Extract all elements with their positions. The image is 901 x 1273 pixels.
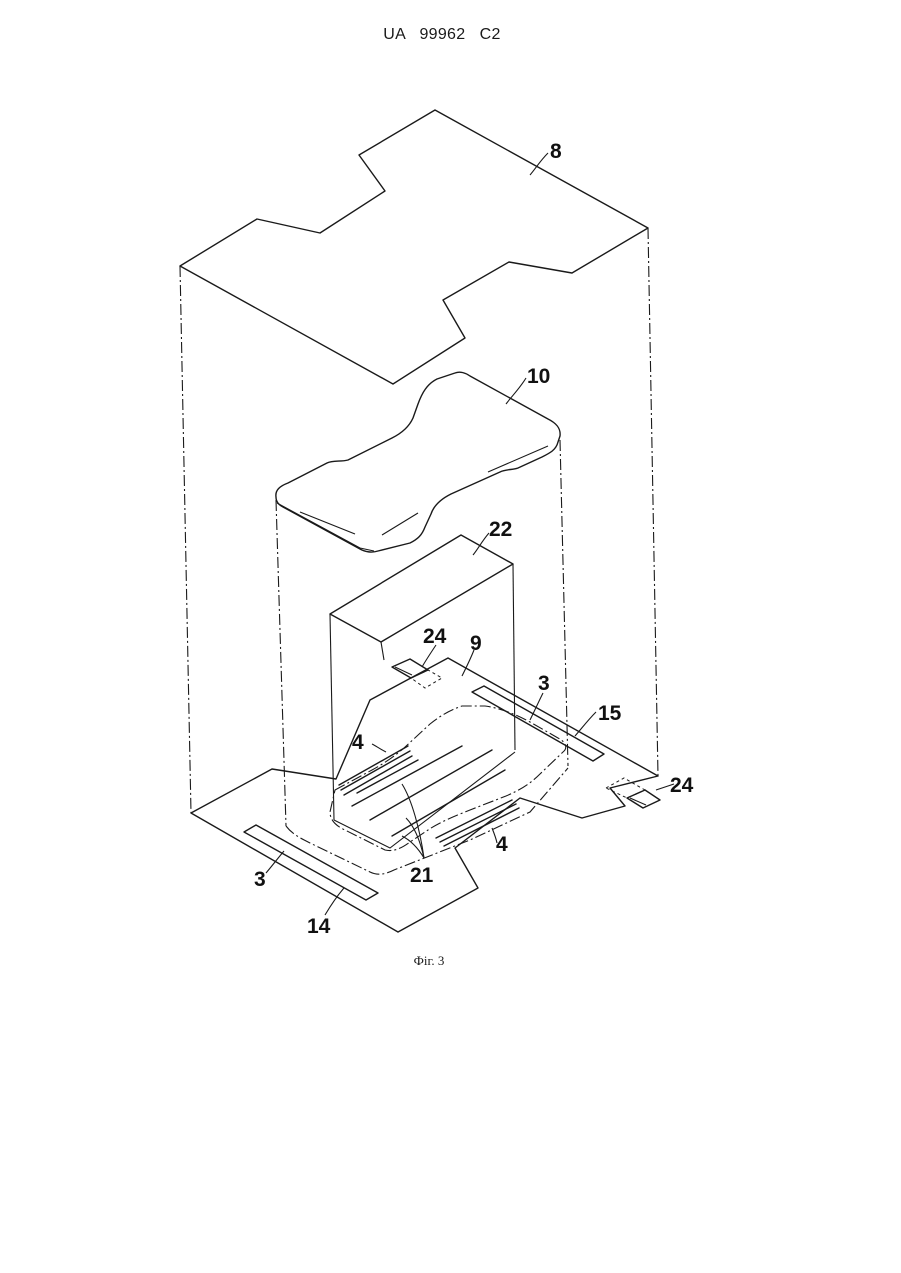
pad-thickness-line xyxy=(277,503,374,551)
label-14: 14 xyxy=(307,915,331,938)
label-24-upper: 24 xyxy=(423,625,447,648)
elastic-front-line-3 xyxy=(444,808,519,846)
block-front-edge-left xyxy=(330,614,334,820)
leader-15 xyxy=(575,712,596,736)
block-front-edge-right xyxy=(513,564,515,750)
label-8: 8 xyxy=(550,140,562,163)
label-3-lower: 3 xyxy=(254,868,266,891)
leader-3-lower xyxy=(266,851,284,873)
block-top-face xyxy=(330,535,513,642)
figure-caption: Фіг. 3 xyxy=(0,953,858,969)
chassis-dashed-outline xyxy=(330,706,566,851)
label-3-upper: 3 xyxy=(538,672,550,695)
label-4-front: 4 xyxy=(496,833,508,856)
leader-4-left xyxy=(372,744,386,752)
tab-upper-dotted xyxy=(411,670,442,688)
outer-projection-right xyxy=(648,228,658,776)
label-15: 15 xyxy=(598,702,622,725)
leader-24-upper xyxy=(422,645,436,667)
leader-22 xyxy=(473,533,489,555)
pad-projection-base xyxy=(286,768,568,874)
label-24-right: 24 xyxy=(670,774,694,797)
label-9: 9 xyxy=(470,632,482,655)
top-sheet-outline xyxy=(180,110,648,384)
label-21: 21 xyxy=(410,864,434,887)
outer-projection-left xyxy=(180,266,191,813)
pad-inner-line-right xyxy=(382,446,548,535)
leader-10 xyxy=(506,378,526,404)
elastic-left-line-3 xyxy=(344,756,412,795)
label-10: 10 xyxy=(527,365,550,388)
label-22: 22 xyxy=(489,518,512,541)
pad-projection-left xyxy=(276,500,286,826)
block-front-edge-mid xyxy=(381,642,384,660)
elastic-left-line-1 xyxy=(339,746,408,785)
pad-projection-right xyxy=(560,440,568,766)
label-4-left: 4 xyxy=(352,731,364,754)
